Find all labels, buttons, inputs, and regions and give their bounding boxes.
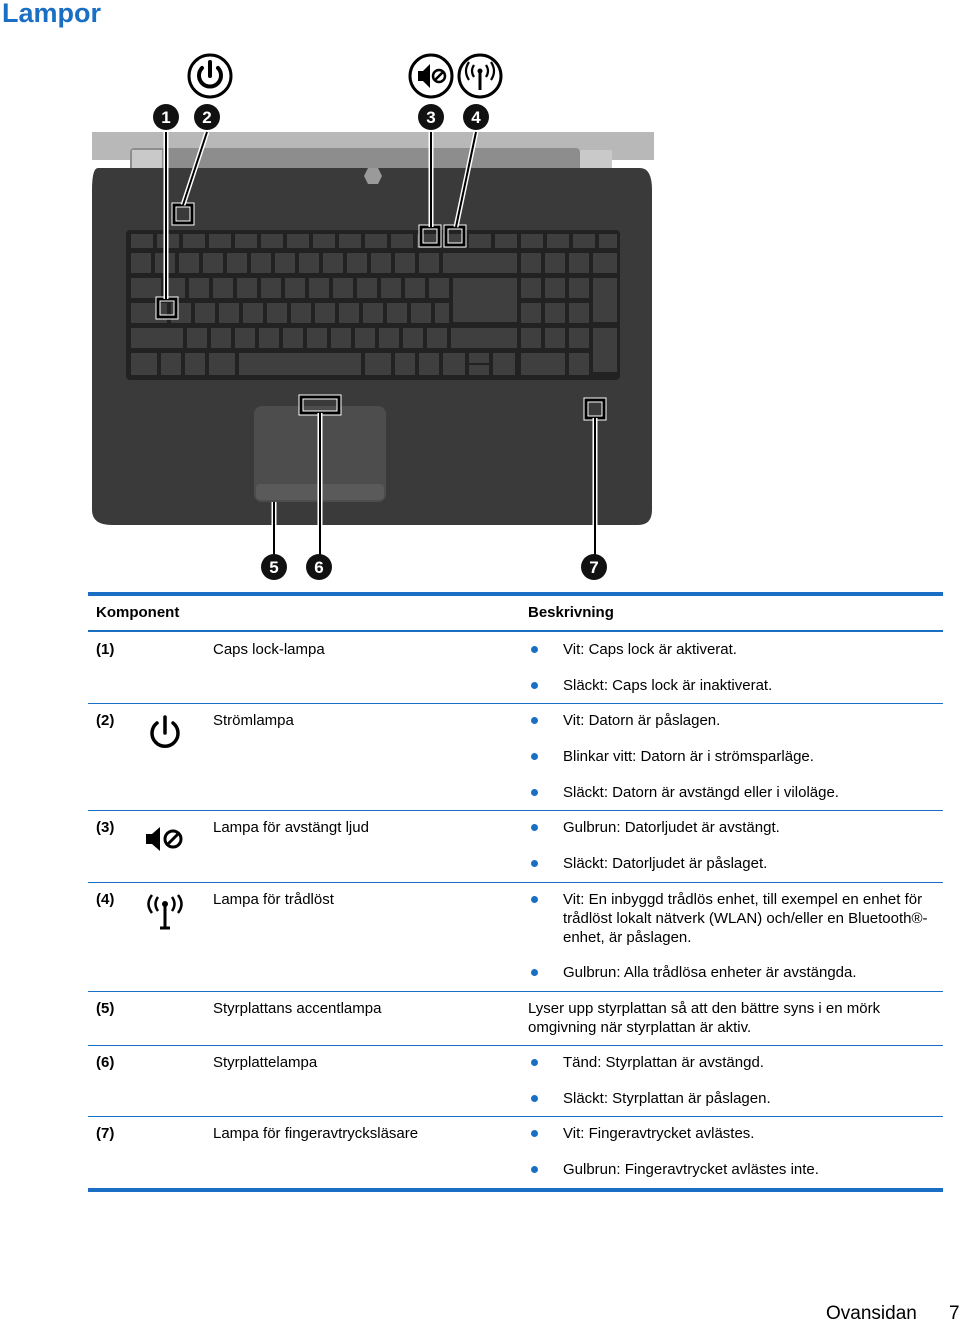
row-5-component: Styrplattans accentlampa: [213, 1000, 382, 1017]
row-5-desc-line-2: omgivning när styrplattan är aktiv.: [528, 1019, 752, 1036]
row-4-desc-1-line-3: enhet, är påslagen.: [563, 929, 692, 946]
bullet: [531, 860, 538, 867]
callout-6-circle: [306, 554, 332, 580]
callout-2-circle: [194, 104, 220, 130]
row-separator: [88, 882, 943, 883]
row-3-desc-2: Släckt: Datorljudet är påslaget.: [563, 855, 768, 872]
row-6-desc-2: Släckt: Styrplattan är påslagen.: [563, 1090, 771, 1107]
row-1-desc-2: Släckt: Caps lock är inaktiverat.: [563, 677, 773, 694]
callout-1-circle: [153, 104, 179, 130]
row-2-component: Strömlampa: [213, 712, 294, 729]
row-1-component: Caps lock-lampa: [213, 641, 325, 658]
key-row-2: [131, 253, 617, 273]
row-4-desc-1-line-1: Vit: En inbyggd trådlös enhet, till exem…: [563, 891, 923, 908]
key-row-5: [131, 328, 617, 372]
callout-4-circle: [463, 104, 489, 130]
logo-mark: [364, 168, 382, 184]
row-4-desc-1-line-2: trådlöst lokalt nätverk (WLAN) och/eller…: [563, 910, 928, 927]
callout-5-circle: [261, 554, 287, 580]
row-2-desc-1: Vit: Datorn är påslagen.: [563, 712, 721, 729]
bullet: [531, 1095, 538, 1102]
bullet: [531, 789, 538, 796]
callout-2: 2: [202, 108, 211, 127]
row-5-desc-line-1: Lyser upp styrplattan så att den bättre …: [528, 1000, 881, 1017]
row-6-component: Styrplattelampa: [213, 1054, 318, 1071]
callout-7-circle: [581, 554, 607, 580]
row-2-desc-2: Blinkar vitt: Datorn är i strömsparläge.: [563, 748, 814, 765]
bullet: [531, 1166, 538, 1173]
row-3-number: (3): [96, 819, 115, 836]
row-separator: [88, 991, 943, 992]
page-number: 7: [949, 1303, 960, 1324]
callout-circles: [153, 104, 607, 580]
callout-4: 4: [471, 108, 481, 127]
row-separator: [88, 1045, 943, 1046]
key-row-3: [131, 278, 617, 322]
bullet: [531, 646, 538, 653]
keyboard-keys: [131, 234, 617, 375]
callout-7: 7: [589, 558, 598, 577]
key-row-4: [131, 303, 589, 323]
callout-5: 5: [269, 558, 278, 577]
wireless-icon: [147, 894, 183, 930]
header-component: Komponent: [96, 604, 180, 621]
callout-3: 3: [426, 108, 435, 127]
power-icon: [187, 53, 233, 99]
header-description: Beskrivning: [528, 604, 614, 621]
row-separator: [88, 703, 943, 704]
row-5-number: (5): [96, 1000, 115, 1017]
page-title: Lampor: [2, 0, 102, 28]
table-bottom-rule: [88, 1188, 943, 1192]
row-2-desc-3: Släckt: Datorn är avstängd eller i vilol…: [563, 784, 839, 801]
row-2-number: (2): [96, 712, 115, 729]
bullet: [531, 682, 538, 689]
wireless-icon: [457, 53, 503, 99]
bullet: [531, 753, 538, 760]
leader-lines: [165, 131, 596, 555]
row-4-desc-2: Gulbrun: Alla trådlösa enheter är avstän…: [563, 964, 857, 981]
key-row-6: [131, 353, 589, 375]
bullet: [531, 1059, 538, 1066]
bullet: [531, 896, 538, 903]
bullet: [531, 969, 538, 976]
row-7-desc-2: Gulbrun: Fingeravtrycket avlästes inte.: [563, 1161, 819, 1178]
table-top-rule: [88, 592, 943, 596]
footer-section-title: Ovansidan: [826, 1303, 917, 1324]
row-3-desc-1: Gulbrun: Datorljudet är avstängt.: [563, 819, 780, 836]
laptop-top-view-figure: 1 2 3 4 5 6 7: [92, 53, 654, 580]
row-separator: [88, 810, 943, 811]
row-6-number: (6): [96, 1054, 115, 1071]
mute-icon: [408, 53, 454, 99]
bullet: [531, 824, 538, 831]
row-3-component: Lampa för avstängt ljud: [213, 819, 369, 836]
mute-icon: [146, 827, 183, 851]
row-separator: [88, 1116, 943, 1117]
row-1-number: (1): [96, 641, 115, 658]
row-6-desc-1: Tänd: Styrplattan är avstängd.: [563, 1054, 764, 1071]
row-7-number: (7): [96, 1125, 115, 1142]
row-7-desc-1: Vit: Fingeravtrycket avlästes.: [563, 1125, 755, 1142]
row-7-component: Lampa för fingeravtrycksläsare: [213, 1125, 419, 1142]
row-1-desc-1: Vit: Caps lock är aktiverat.: [563, 641, 737, 658]
row-4-number: (4): [96, 891, 115, 908]
callout-1: 1: [161, 108, 170, 127]
row-4-component: Lampa för trådlöst: [213, 891, 334, 908]
bullet: [531, 717, 538, 724]
highlight-box-4-outline: [444, 225, 466, 247]
callout-3-circle: [418, 104, 444, 130]
bullet: [531, 1130, 538, 1137]
callout-6: 6: [314, 558, 323, 577]
power-icon: [150, 715, 180, 748]
table-header-rule: [88, 630, 943, 632]
